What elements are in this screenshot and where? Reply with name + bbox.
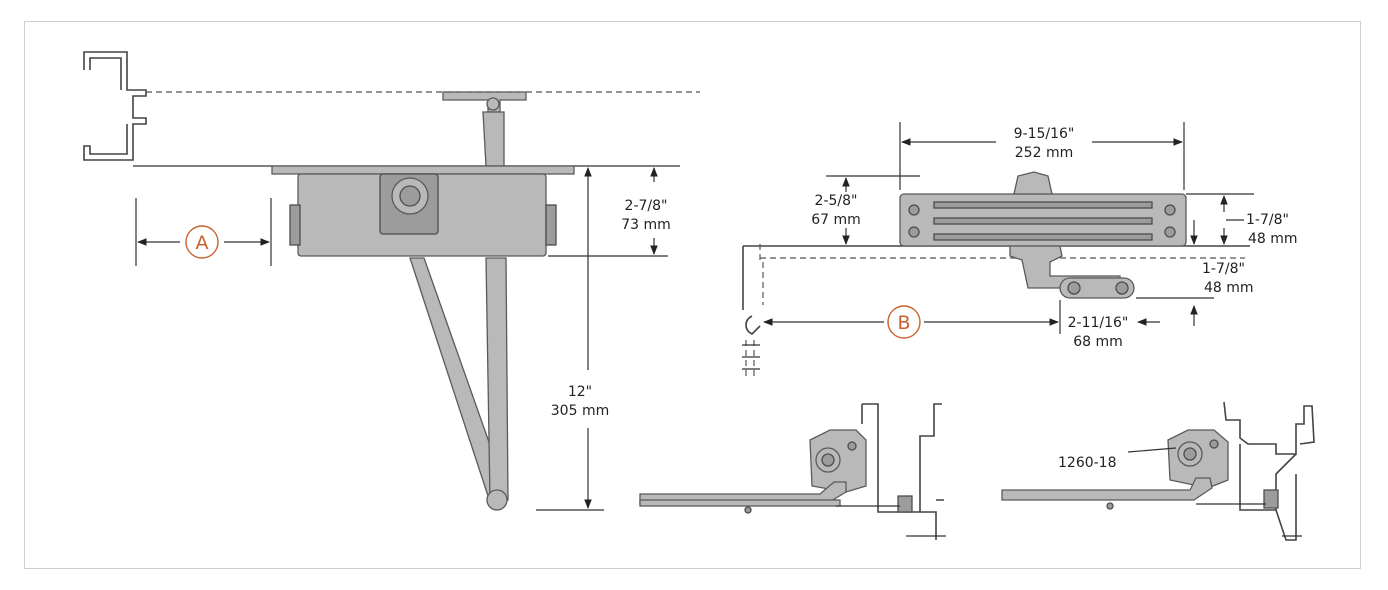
dim-252-mm: 252 mm — [1015, 145, 1073, 161]
dim-68-in: 2-11/16" — [1068, 315, 1129, 331]
part-label-leader — [1127, 447, 1177, 453]
bracket-pivot — [486, 97, 500, 111]
end-cap-left — [289, 204, 301, 246]
bracket-arm — [482, 111, 505, 167]
dim-68-mm: 68 mm — [1073, 334, 1123, 350]
dim-67-mm: 67 mm — [811, 212, 861, 228]
left-view: A 2-7/8" 73 mm 12" 305 mm — [83, 51, 700, 511]
dim-12-mm: 305 mm — [551, 403, 609, 419]
dim-48b-in: 1-7/8" — [1202, 261, 1245, 277]
frame-profile-right — [1223, 401, 1315, 455]
callout-a: A — [196, 232, 209, 254]
forearm — [485, 257, 509, 501]
dim-48a-mm: 48 mm — [1248, 231, 1298, 247]
dim-67-in: 2-5/8" — [815, 193, 858, 209]
frame-profile — [83, 51, 147, 161]
callout-b: B — [897, 312, 910, 334]
dim-48a-in: 1-7/8" — [1246, 212, 1289, 228]
shoe-right — [1263, 489, 1279, 509]
arm-pivot — [486, 489, 508, 511]
dim-273-in: 2-7/8" — [625, 198, 668, 214]
dim-12-in: 12" — [568, 384, 592, 400]
part-label: 1260-18 — [1058, 455, 1117, 471]
top-bracket — [442, 91, 527, 113]
shoe-mid — [897, 495, 913, 513]
dim-48b-mm: 48 mm — [1204, 280, 1254, 296]
callout-b-circle — [887, 305, 921, 339]
arm-right — [1001, 477, 1213, 501]
drawing-frame — [24, 21, 1361, 569]
frame-profile-mid — [861, 403, 942, 513]
dim-273-mm: 73 mm — [621, 217, 671, 233]
mounting-plate — [271, 165, 575, 175]
dim-252-in: 9-15/16" — [1014, 126, 1075, 142]
shoe — [1059, 277, 1135, 299]
right-elevation-view: 9-15/16" 252 mm 2-5/8" 67 mm 1-7/8" 48 m… — [742, 122, 1298, 378]
bottom-right-view: 1260-18 — [1001, 401, 1315, 541]
callout-a-circle — [185, 225, 219, 259]
end-cap-right — [545, 204, 557, 246]
bottom-middle-view — [639, 403, 946, 540]
top-cap — [1013, 171, 1053, 195]
